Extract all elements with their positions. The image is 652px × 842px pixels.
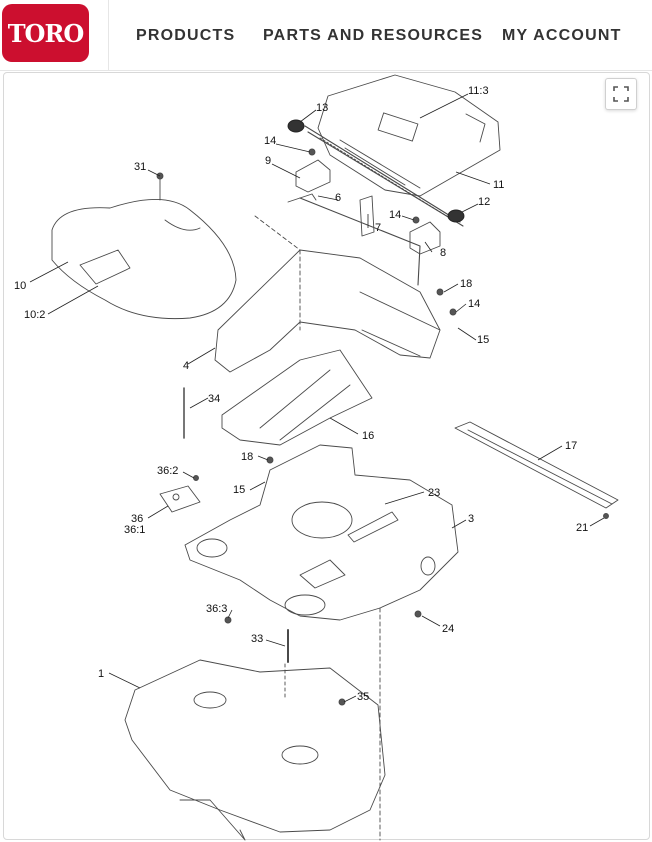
callout-24[interactable]: 24 bbox=[442, 623, 454, 635]
part-4-body bbox=[214, 249, 441, 373]
callout-10[interactable]: 10 bbox=[14, 280, 26, 292]
part-12-spring bbox=[447, 209, 465, 223]
callout-11[interactable]: 11 bbox=[493, 179, 504, 191]
nav-products[interactable]: PRODUCTS bbox=[136, 27, 236, 44]
callout-36[interactable]: 36 bbox=[131, 513, 143, 525]
part-7-link bbox=[359, 195, 375, 237]
callout-15a[interactable]: 15 bbox=[477, 334, 489, 346]
callout-34[interactable]: 34 bbox=[208, 393, 220, 405]
callout-14b[interactable]: 14 bbox=[389, 209, 401, 221]
callout-1[interactable]: 1 bbox=[98, 668, 104, 680]
callout-16[interactable]: 16 bbox=[362, 430, 374, 442]
callout-36-1[interactable]: 36:1 bbox=[124, 524, 145, 536]
callout-11-3[interactable]: 11:3 bbox=[468, 85, 489, 97]
callout-9[interactable]: 9 bbox=[265, 155, 271, 167]
part-13-spring bbox=[287, 119, 305, 133]
parts-diagram-frame bbox=[3, 72, 650, 840]
callout-8[interactable]: 8 bbox=[440, 247, 446, 259]
callout-6[interactable]: 6 bbox=[335, 192, 341, 204]
expand-icon bbox=[613, 86, 629, 102]
callout-12[interactable]: 12 bbox=[478, 196, 490, 208]
site-header: TORO PRODUCTS PARTS AND RESOURCES MY ACC… bbox=[0, 0, 652, 71]
callout-3[interactable]: 3 bbox=[468, 513, 474, 525]
callout-17[interactable]: 17 bbox=[565, 440, 577, 452]
callout-36-2[interactable]: 36:2 bbox=[157, 465, 178, 477]
part-10-seat bbox=[51, 199, 237, 320]
callout-35[interactable]: 35 bbox=[357, 691, 369, 703]
callout-31[interactable]: 31 bbox=[134, 161, 146, 173]
callout-23[interactable]: 23 bbox=[428, 487, 440, 499]
callout-18b[interactable]: 18 bbox=[241, 451, 253, 463]
part-8-bracket bbox=[409, 221, 441, 255]
callout-4[interactable]: 4 bbox=[183, 360, 189, 372]
callout-14c[interactable]: 14 bbox=[468, 298, 480, 310]
callout-10-2[interactable]: 10:2 bbox=[24, 309, 45, 321]
callout-33[interactable]: 33 bbox=[251, 633, 263, 645]
callout-14a[interactable]: 14 bbox=[264, 135, 276, 147]
header-divider bbox=[108, 0, 109, 70]
logo-text: TORO bbox=[7, 18, 85, 48]
part-36-bracket bbox=[159, 485, 201, 513]
nav-parts-and-resources[interactable]: PARTS AND RESOURCES bbox=[263, 27, 484, 44]
callout-21[interactable]: 21 bbox=[576, 522, 588, 534]
callout-15b[interactable]: 15 bbox=[233, 484, 245, 496]
callout-13[interactable]: 13 bbox=[316, 102, 328, 114]
part-6-rod bbox=[299, 197, 421, 286]
callout-18a[interactable]: 18 bbox=[460, 278, 472, 290]
part-1-deck bbox=[124, 659, 386, 833]
callout-7[interactable]: 7 bbox=[375, 222, 381, 234]
callout-36-3[interactable]: 36:3 bbox=[206, 603, 227, 615]
nav-my-account[interactable]: MY ACCOUNT bbox=[502, 27, 622, 44]
part-17-rail bbox=[454, 421, 619, 509]
toro-logo[interactable]: TORO bbox=[2, 4, 89, 62]
fullscreen-button[interactable] bbox=[605, 78, 637, 110]
part-3-frame bbox=[184, 444, 459, 621]
part-9-bracket bbox=[295, 159, 331, 193]
